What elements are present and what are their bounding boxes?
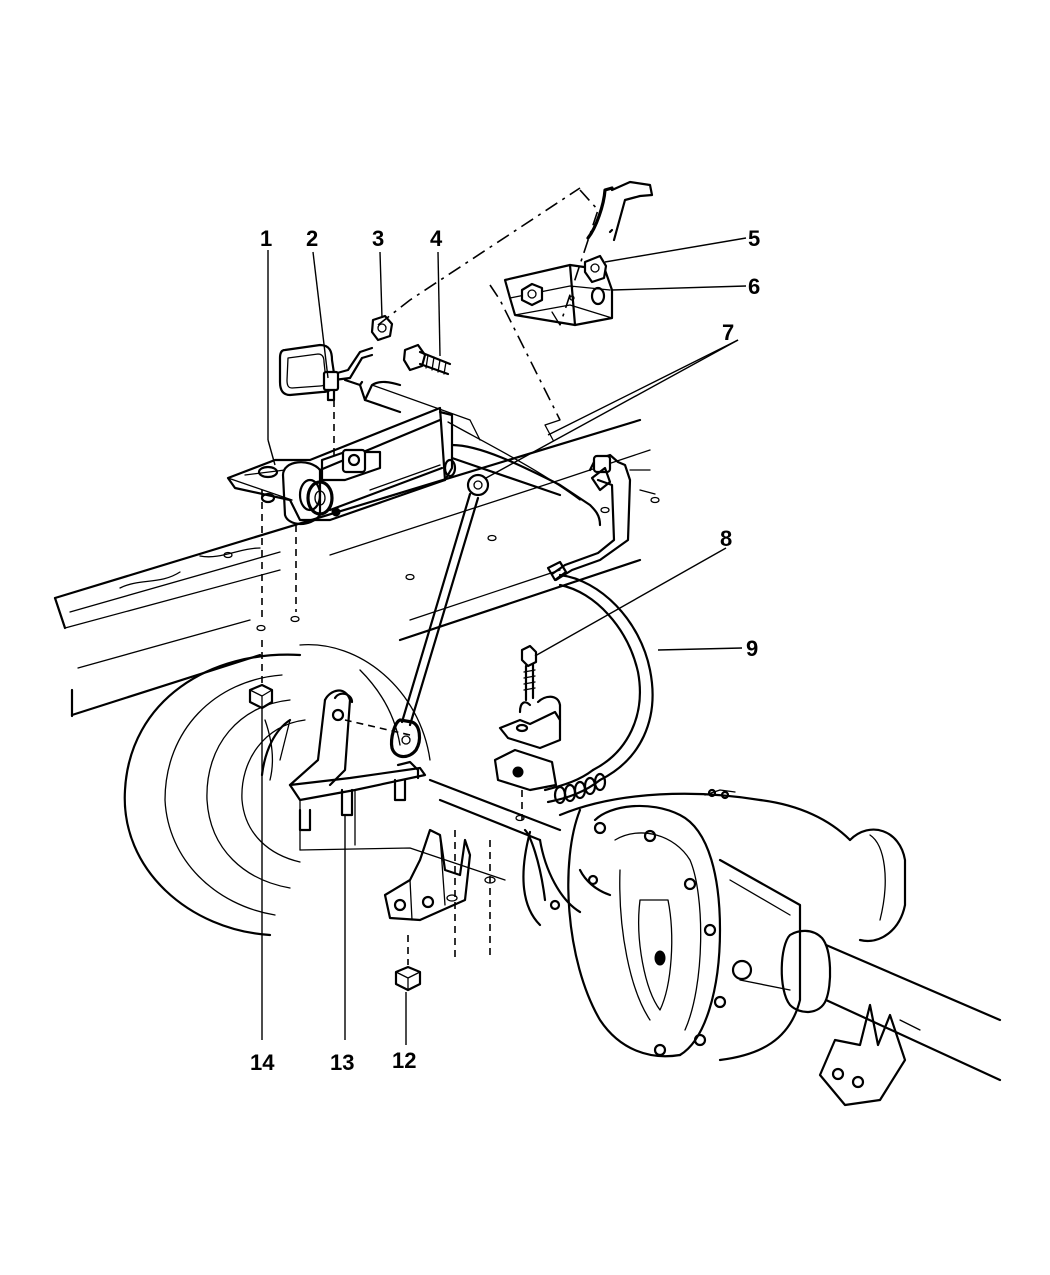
wire-clip (278, 343, 374, 402)
rear-axle-differential (428, 778, 1002, 1107)
leader-4 (437, 251, 441, 357)
callout-numbers: 1 2 3 4 5 6 7 8 9 12 13 14 (250, 226, 760, 1075)
bolt-4 (402, 343, 452, 376)
nut-14 (248, 683, 274, 710)
nut-12 (394, 965, 422, 992)
callout-9: 9 (746, 636, 758, 661)
leader-7 (485, 339, 739, 479)
nut-3 (370, 314, 394, 342)
callout-4: 4 (430, 226, 443, 251)
leader-6 (611, 285, 747, 291)
callout-12: 12 (392, 1048, 416, 1073)
leader-3 (379, 251, 383, 319)
hidden-routing-lines (261, 187, 599, 965)
rear-tire (123, 644, 431, 937)
fitting-5 (583, 254, 608, 284)
brake-hose (543, 573, 654, 805)
callout-3: 3 (372, 226, 384, 251)
leader-lines (261, 237, 747, 1045)
brake-line-to-hose (450, 443, 656, 582)
spring-perch-bracket (299, 828, 506, 922)
leader-5 (604, 237, 747, 263)
callout-13: 13 (330, 1050, 354, 1075)
height-sensing-link (389, 473, 490, 759)
callout-7: 7 (722, 320, 734, 345)
leader-2 (312, 251, 329, 379)
callout-1: 1 (260, 226, 272, 251)
leader-7b (547, 339, 739, 436)
axle-bracket (260, 689, 427, 851)
leader-1b (267, 439, 276, 466)
leader-8 (534, 547, 727, 657)
callout-8: 8 (720, 526, 732, 551)
callout-5: 5 (748, 226, 760, 251)
callout-2: 2 (306, 226, 318, 251)
leader-9 (657, 647, 743, 651)
hose-bracket (493, 644, 562, 822)
callout-6: 6 (748, 274, 760, 299)
brake-line-upper (343, 180, 654, 501)
callout-14: 14 (250, 1050, 275, 1075)
bracket-6 (503, 263, 614, 327)
